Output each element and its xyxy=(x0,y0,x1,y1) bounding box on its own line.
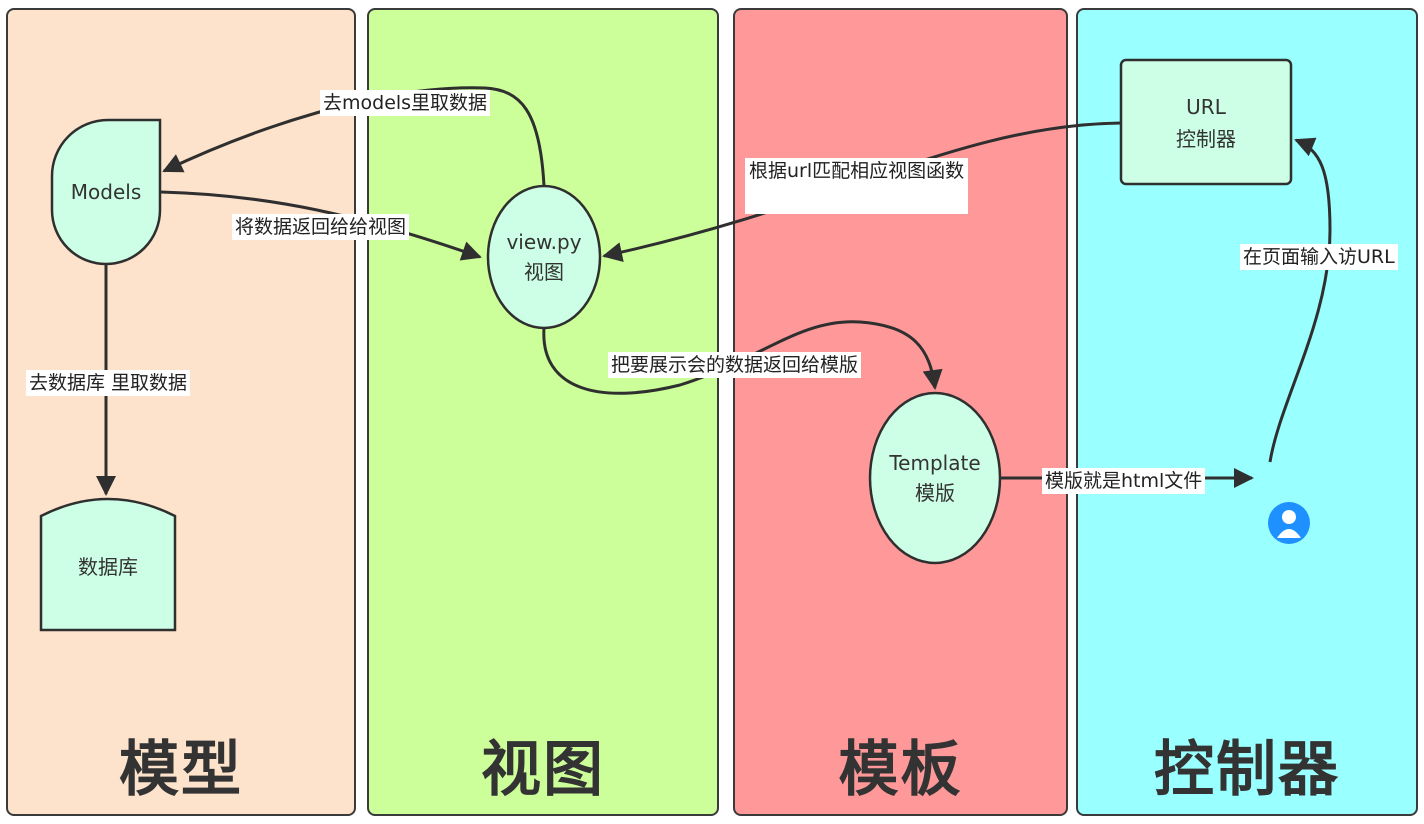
edge-user-to-controller xyxy=(1268,137,1332,463)
edge-view-to-models xyxy=(162,86,546,187)
models-node xyxy=(50,118,162,266)
lane-title-controller: 控制器 xyxy=(1154,735,1340,805)
edge-label-view-to-models: 去models里取数据 xyxy=(320,90,491,116)
edge-label-template-to-user: 模版就是html文件 xyxy=(1042,468,1206,494)
edge-label-user-to-controller: 在页面输入访URL xyxy=(1240,244,1398,270)
edge-label-view-to-template: 把要展示会的数据返回给模版 xyxy=(608,352,862,378)
lane-title-template: 模板 xyxy=(838,735,963,805)
template-node xyxy=(868,391,1002,565)
url-controller-label-line1: URL xyxy=(1186,95,1226,119)
template-node-label-line1: Template xyxy=(889,451,981,475)
edge-label-controller-to-view: 根据url匹配相应视图函数 xyxy=(745,158,969,214)
lane-title-model: 模型 xyxy=(119,735,243,805)
view-node-label-line1: view.py xyxy=(506,230,582,254)
edge-view-to-template xyxy=(542,320,943,395)
edge-models-to-view xyxy=(160,190,482,261)
template-node-label-line2: 模版 xyxy=(915,481,955,505)
edge-label-models-to-view: 将数据返回给给视图 xyxy=(232,214,410,240)
lane-title-view: 视图 xyxy=(481,735,605,805)
database-node xyxy=(39,497,177,632)
url-controller-label-line2: 控制器 xyxy=(1176,127,1236,151)
user-icon xyxy=(1268,502,1310,544)
database-node-label: 数据库 xyxy=(78,555,138,579)
url-controller-node xyxy=(1119,58,1293,186)
view-node-label-line2: 视图 xyxy=(524,260,564,284)
edge-label-models-to-db: 去数据库 里取数据 xyxy=(26,370,191,396)
lane-view: 视图 xyxy=(367,8,719,816)
models-node-label: Models xyxy=(70,180,142,204)
